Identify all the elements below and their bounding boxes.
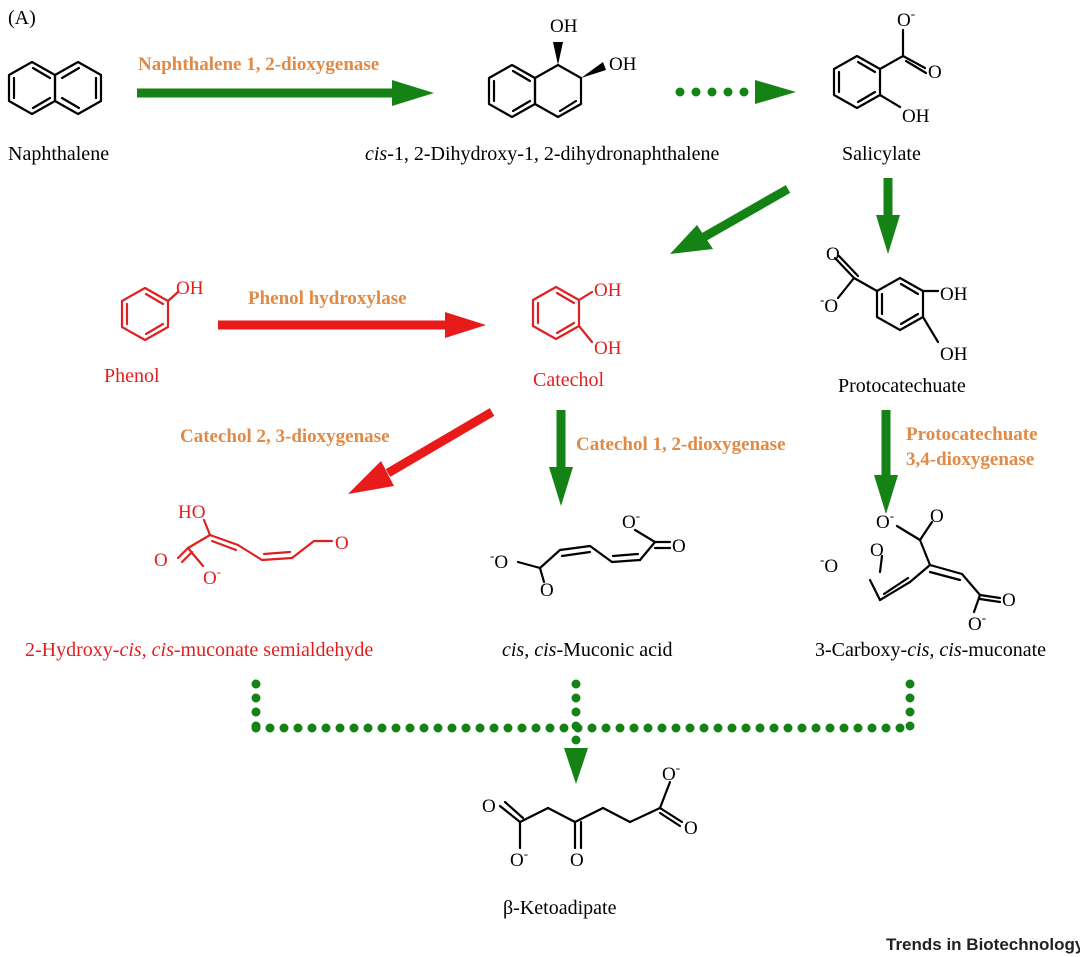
salicylate-label: Salicylate — [842, 143, 921, 165]
hms-o-minus: O- — [203, 564, 221, 589]
muconic-o-right: O — [672, 536, 686, 557]
green-arrowhead-to-ketoadipate — [564, 748, 588, 784]
phenol-label: Phenol — [104, 365, 160, 387]
carboxymuconate-o-top: O — [930, 506, 944, 527]
journal-credit: Trends in Biotechnology — [886, 935, 1080, 954]
hms-carboxyl-o: O — [154, 550, 168, 571]
carboxymuconate-structure — [868, 520, 1002, 614]
ketoadipate-o-minus-left: O- — [510, 846, 528, 871]
red-arrow-catechol-to-hms — [348, 408, 495, 494]
protocatechuate-o-minus: -O — [820, 292, 838, 317]
green-arrow-salicylate-to-protocatechuate — [876, 178, 900, 254]
muconic-o-left: O — [540, 580, 554, 601]
catechol-structure — [531, 285, 594, 344]
muconic-acid-structure — [516, 528, 672, 584]
red-arrow-phenol-to-catechol — [218, 312, 486, 338]
hms-label: 2-Hydroxy-cis, cis-muconate semialdehyde — [25, 639, 373, 661]
dihydrodiol-label: cis-1, 2-Dihydroxy-1, 2-dihydronaphthale… — [365, 143, 719, 165]
catechol-oh-2: OH — [594, 338, 622, 359]
panel-label: (A) — [8, 7, 36, 29]
protocatechuate-oh-1: OH — [940, 284, 968, 305]
phenol-structure — [120, 286, 180, 342]
salicylate-o-minus: O- — [897, 6, 915, 31]
pca-34-dioxygenase-label-1: Protocatechuate — [906, 424, 1038, 445]
ketoadipate-label: β-Ketoadipate — [503, 897, 617, 919]
hms-aldehyde-o: O — [335, 533, 349, 554]
green-arrow-catechol-to-muconic — [549, 410, 573, 506]
phenol-oh: OH — [176, 278, 204, 299]
green-arrow-salicylate-to-catechol — [670, 185, 791, 254]
dotted-arrow-dihydro-to-salicylate — [675, 80, 796, 104]
protocatechuate-label: Protocatechuate — [838, 375, 966, 397]
protocatechuate-structure — [833, 254, 940, 344]
protocatechuate-oh-2: OH — [940, 344, 968, 365]
muconic-o-minus-left: -O — [490, 548, 508, 573]
hms-structure — [176, 518, 334, 568]
carboxymuconate-o-minus-top: O- — [876, 508, 894, 533]
ketoadipate-keto-o: O — [570, 850, 584, 871]
ketoadipate-structure — [498, 780, 684, 850]
protocatechuate-o: O — [826, 244, 840, 265]
muconic-acid-label: cis, cis-Muconic acid — [502, 639, 673, 661]
salicylate-structure — [832, 28, 928, 110]
dihydro-oh-2: OH — [609, 54, 637, 75]
pca-34-dioxygenase-label-2: 3,4-dioxygenase — [906, 449, 1034, 470]
hms-ho: HO — [178, 502, 205, 523]
muconic-o-minus-right: O- — [622, 508, 640, 533]
naphthalene-dioxygenase-label: Naphthalene 1, 2-dioxygenase — [138, 54, 379, 75]
naphthalene-structure — [7, 60, 103, 116]
catechol-label: Catechol — [533, 369, 605, 391]
ketoadipate-o-right: O — [684, 818, 698, 839]
carboxymuconate-o-minus-bottom: O- — [968, 610, 986, 635]
carboxymuconate-o-minus-left: -O — [820, 552, 838, 577]
green-arrow-naphthalene-to-dihydro — [137, 80, 434, 106]
catechol-23-dioxygenase-label: Catechol 2, 3-dioxygenase — [180, 426, 390, 447]
salicylate-oh: OH — [902, 106, 930, 127]
carboxymuconate-label: 3-Carboxy-cis, cis-muconate — [815, 639, 1046, 661]
ketoadipate-o-left: O — [482, 796, 496, 817]
phenol-hydroxylase-label: Phenol hydroxylase — [248, 288, 407, 309]
dotted-convergence-lines — [251, 679, 915, 757]
dihydrodiol-structure — [487, 42, 606, 119]
salicylate-o: O — [928, 62, 942, 83]
green-arrow-protocatechuate-to-carboxymuconate — [874, 410, 898, 514]
carboxymuconate-o-mid: O — [870, 540, 884, 561]
naphthalene-label: Naphthalene — [8, 143, 109, 165]
ketoadipate-o-minus-right: O- — [662, 760, 680, 785]
catechol-12-dioxygenase-label: Catechol 1, 2-dioxygenase — [576, 434, 786, 455]
catechol-oh-1: OH — [594, 280, 622, 301]
carboxymuconate-o-right: O — [1002, 590, 1016, 611]
dihydro-oh-1: OH — [550, 16, 578, 37]
